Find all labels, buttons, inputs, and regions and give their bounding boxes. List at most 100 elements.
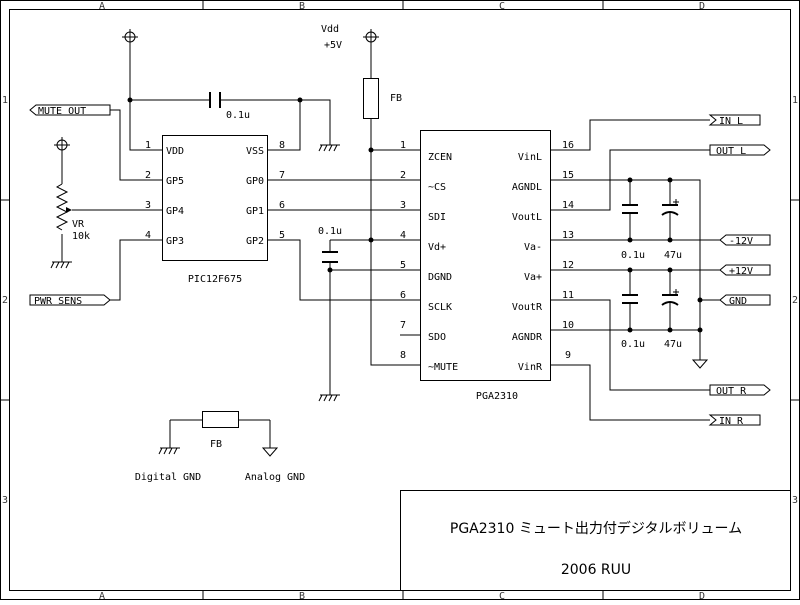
port-out-l-label: OUT L xyxy=(716,146,746,157)
capacitor-right-electrolytic: 47u xyxy=(661,289,682,350)
pic-pin-num-5: 5 xyxy=(279,230,285,241)
legend-digital-gnd: Digital GND xyxy=(135,472,201,483)
frame-col-d-bottom: D xyxy=(699,591,705,600)
pic-pin-num-8: 8 xyxy=(279,140,285,151)
pic-pin-num-1: 1 xyxy=(145,140,151,151)
analog-ground-legend xyxy=(261,447,279,457)
vdd-value-label: +5V xyxy=(324,40,342,51)
frame-row-1: 1 xyxy=(2,95,8,106)
frame-col-b-bottom: B xyxy=(299,591,305,600)
analog-ground-pga xyxy=(691,359,709,369)
port-minus12v: -12V xyxy=(719,234,771,247)
pic-pin-num-3: 3 xyxy=(145,200,151,211)
pic-pin-vdd: VDD xyxy=(166,146,184,157)
pga-pin-agndr: AGNDR xyxy=(512,332,543,343)
pga-pin-num-13: 13 xyxy=(562,230,574,241)
pic-pin-num-4: 4 xyxy=(145,230,151,241)
port-plus12v-label: +12V xyxy=(729,266,753,277)
port-in-r: IN R xyxy=(708,414,761,427)
pic-pin-vss: VSS xyxy=(246,146,264,157)
pga-pin-num-15: 15 xyxy=(562,170,574,181)
pga-pin-num-9: 9 xyxy=(565,350,571,361)
port-in-l-label: IN L xyxy=(719,116,743,127)
pga-pin-voutr: VoutR xyxy=(512,302,543,313)
pga-pin-num-14: 14 xyxy=(562,200,574,211)
pga-pin-vaplus: Va+ xyxy=(524,272,542,283)
capacitor-right-film-value: 0.1u xyxy=(621,339,645,350)
capacitor-right-film: 0.1u xyxy=(621,294,645,350)
ferrite-bead-top: FB xyxy=(363,78,402,119)
pga-pin-voutl: VoutL xyxy=(512,212,542,223)
port-pwr-sens-label: PWR SENS xyxy=(34,296,82,307)
capacitor-left-electrolytic-value: 47u xyxy=(664,250,682,261)
frame-col-c: C xyxy=(499,1,505,12)
pic-pin-num-6: 6 xyxy=(279,200,285,211)
pga-pin-mute: ~MUTE xyxy=(428,362,458,373)
frame-col-c-bottom: C xyxy=(499,591,505,600)
pga-pin-zcen: ZCEN xyxy=(428,152,452,163)
pga-pin-vaminus: Va- xyxy=(524,242,542,253)
port-out-l: OUT L xyxy=(709,144,771,157)
frame-row-1-right: 1 xyxy=(792,95,798,106)
pga-pin-num-8: 8 xyxy=(400,350,406,361)
junction-dots xyxy=(127,97,703,333)
pga-pin-num-7: 7 xyxy=(400,320,406,331)
pic-part-name: PIC12F675 xyxy=(188,274,242,285)
port-mute-out: MUTE OUT xyxy=(29,104,111,117)
digital-ground-pic xyxy=(318,144,340,152)
capacitor-right-electrolytic-value: 47u xyxy=(664,339,682,350)
title-block: PGA2310 ミュート出力付デジタルボリューム 2006 RUU xyxy=(400,490,791,591)
potentiometer-value: 10k xyxy=(72,231,90,242)
ferrite-bead-bottom: FB xyxy=(202,411,239,450)
capacitor-left-electrolytic: 47u xyxy=(661,199,682,261)
pga-pin-sclk: SCLK xyxy=(428,302,452,313)
pga-pin-num-5: 5 xyxy=(400,260,406,271)
wires xyxy=(61,42,720,448)
pga-pin-vdplus: Vd+ xyxy=(428,242,446,253)
frame-row-3: 3 xyxy=(2,495,8,506)
pga-pin-num-1: 1 xyxy=(400,140,406,151)
port-plus12v: +12V xyxy=(719,264,771,277)
vdd-symbol-right xyxy=(363,29,379,45)
frame-col-b: B xyxy=(299,1,305,12)
pga-pin-num-16: 16 xyxy=(562,140,574,151)
pic12f675-chip: 1 2 3 4 VDD GP5 GP4 GP3 7 8 6 5 VSS GP0 … xyxy=(145,135,285,285)
port-mute-out-label: MUTE OUT xyxy=(38,106,86,117)
pga-pin-num-10: 10 xyxy=(562,320,574,331)
pga-pin-vinl: VinL xyxy=(518,152,542,163)
schematic-title: PGA2310 ミュート出力付デジタルボリューム xyxy=(450,520,742,537)
vdd-name-label: Vdd xyxy=(321,24,339,35)
ferrite-bead-bottom-label: FB xyxy=(210,439,222,450)
pic-pin-gp4: GP4 xyxy=(166,206,184,217)
pga-pin-num-2: 2 xyxy=(400,170,406,181)
potentiometer-name: VR xyxy=(72,219,85,230)
pic-pin-gp0: GP0 xyxy=(246,176,264,187)
digital-ground-legend xyxy=(158,447,180,455)
pga-pin-num-6: 6 xyxy=(400,290,406,301)
pic-pin-gp3: GP3 xyxy=(166,236,184,247)
pic-pin-gp2: GP2 xyxy=(246,236,264,247)
pga-pin-cs: ~CS xyxy=(428,182,446,193)
port-gnd: GND xyxy=(719,294,771,307)
port-pwr-sens: PWR SENS xyxy=(29,294,111,307)
pic-pin-num-7: 7 xyxy=(279,170,285,181)
pic-pin-gp5: GP5 xyxy=(166,176,184,187)
frame-row-2-right: 2 xyxy=(792,295,798,306)
port-out-r: OUT R xyxy=(709,384,771,397)
pga-pin-num-11: 11 xyxy=(562,290,574,301)
potentiometer-vr: VR 10k xyxy=(55,183,90,242)
pic-pin-num-2: 2 xyxy=(145,170,151,181)
pga-pin-dgnd: DGND xyxy=(428,272,452,283)
port-in-r-label: IN R xyxy=(719,416,744,427)
capacitor-left-film-value: 0.1u xyxy=(621,250,645,261)
vdd-symbol-vr xyxy=(54,137,70,153)
legend-analog-gnd: Analog GND xyxy=(245,472,305,483)
pic-pin-gp1: GP1 xyxy=(246,206,264,217)
frame-row-2: 2 xyxy=(2,295,8,306)
pga-pin-vinr: VinR xyxy=(518,362,543,373)
pga-pin-agndl: AGNDL xyxy=(512,182,542,193)
ferrite-bead-top-label: FB xyxy=(390,93,402,104)
port-gnd-label: GND xyxy=(729,296,747,307)
